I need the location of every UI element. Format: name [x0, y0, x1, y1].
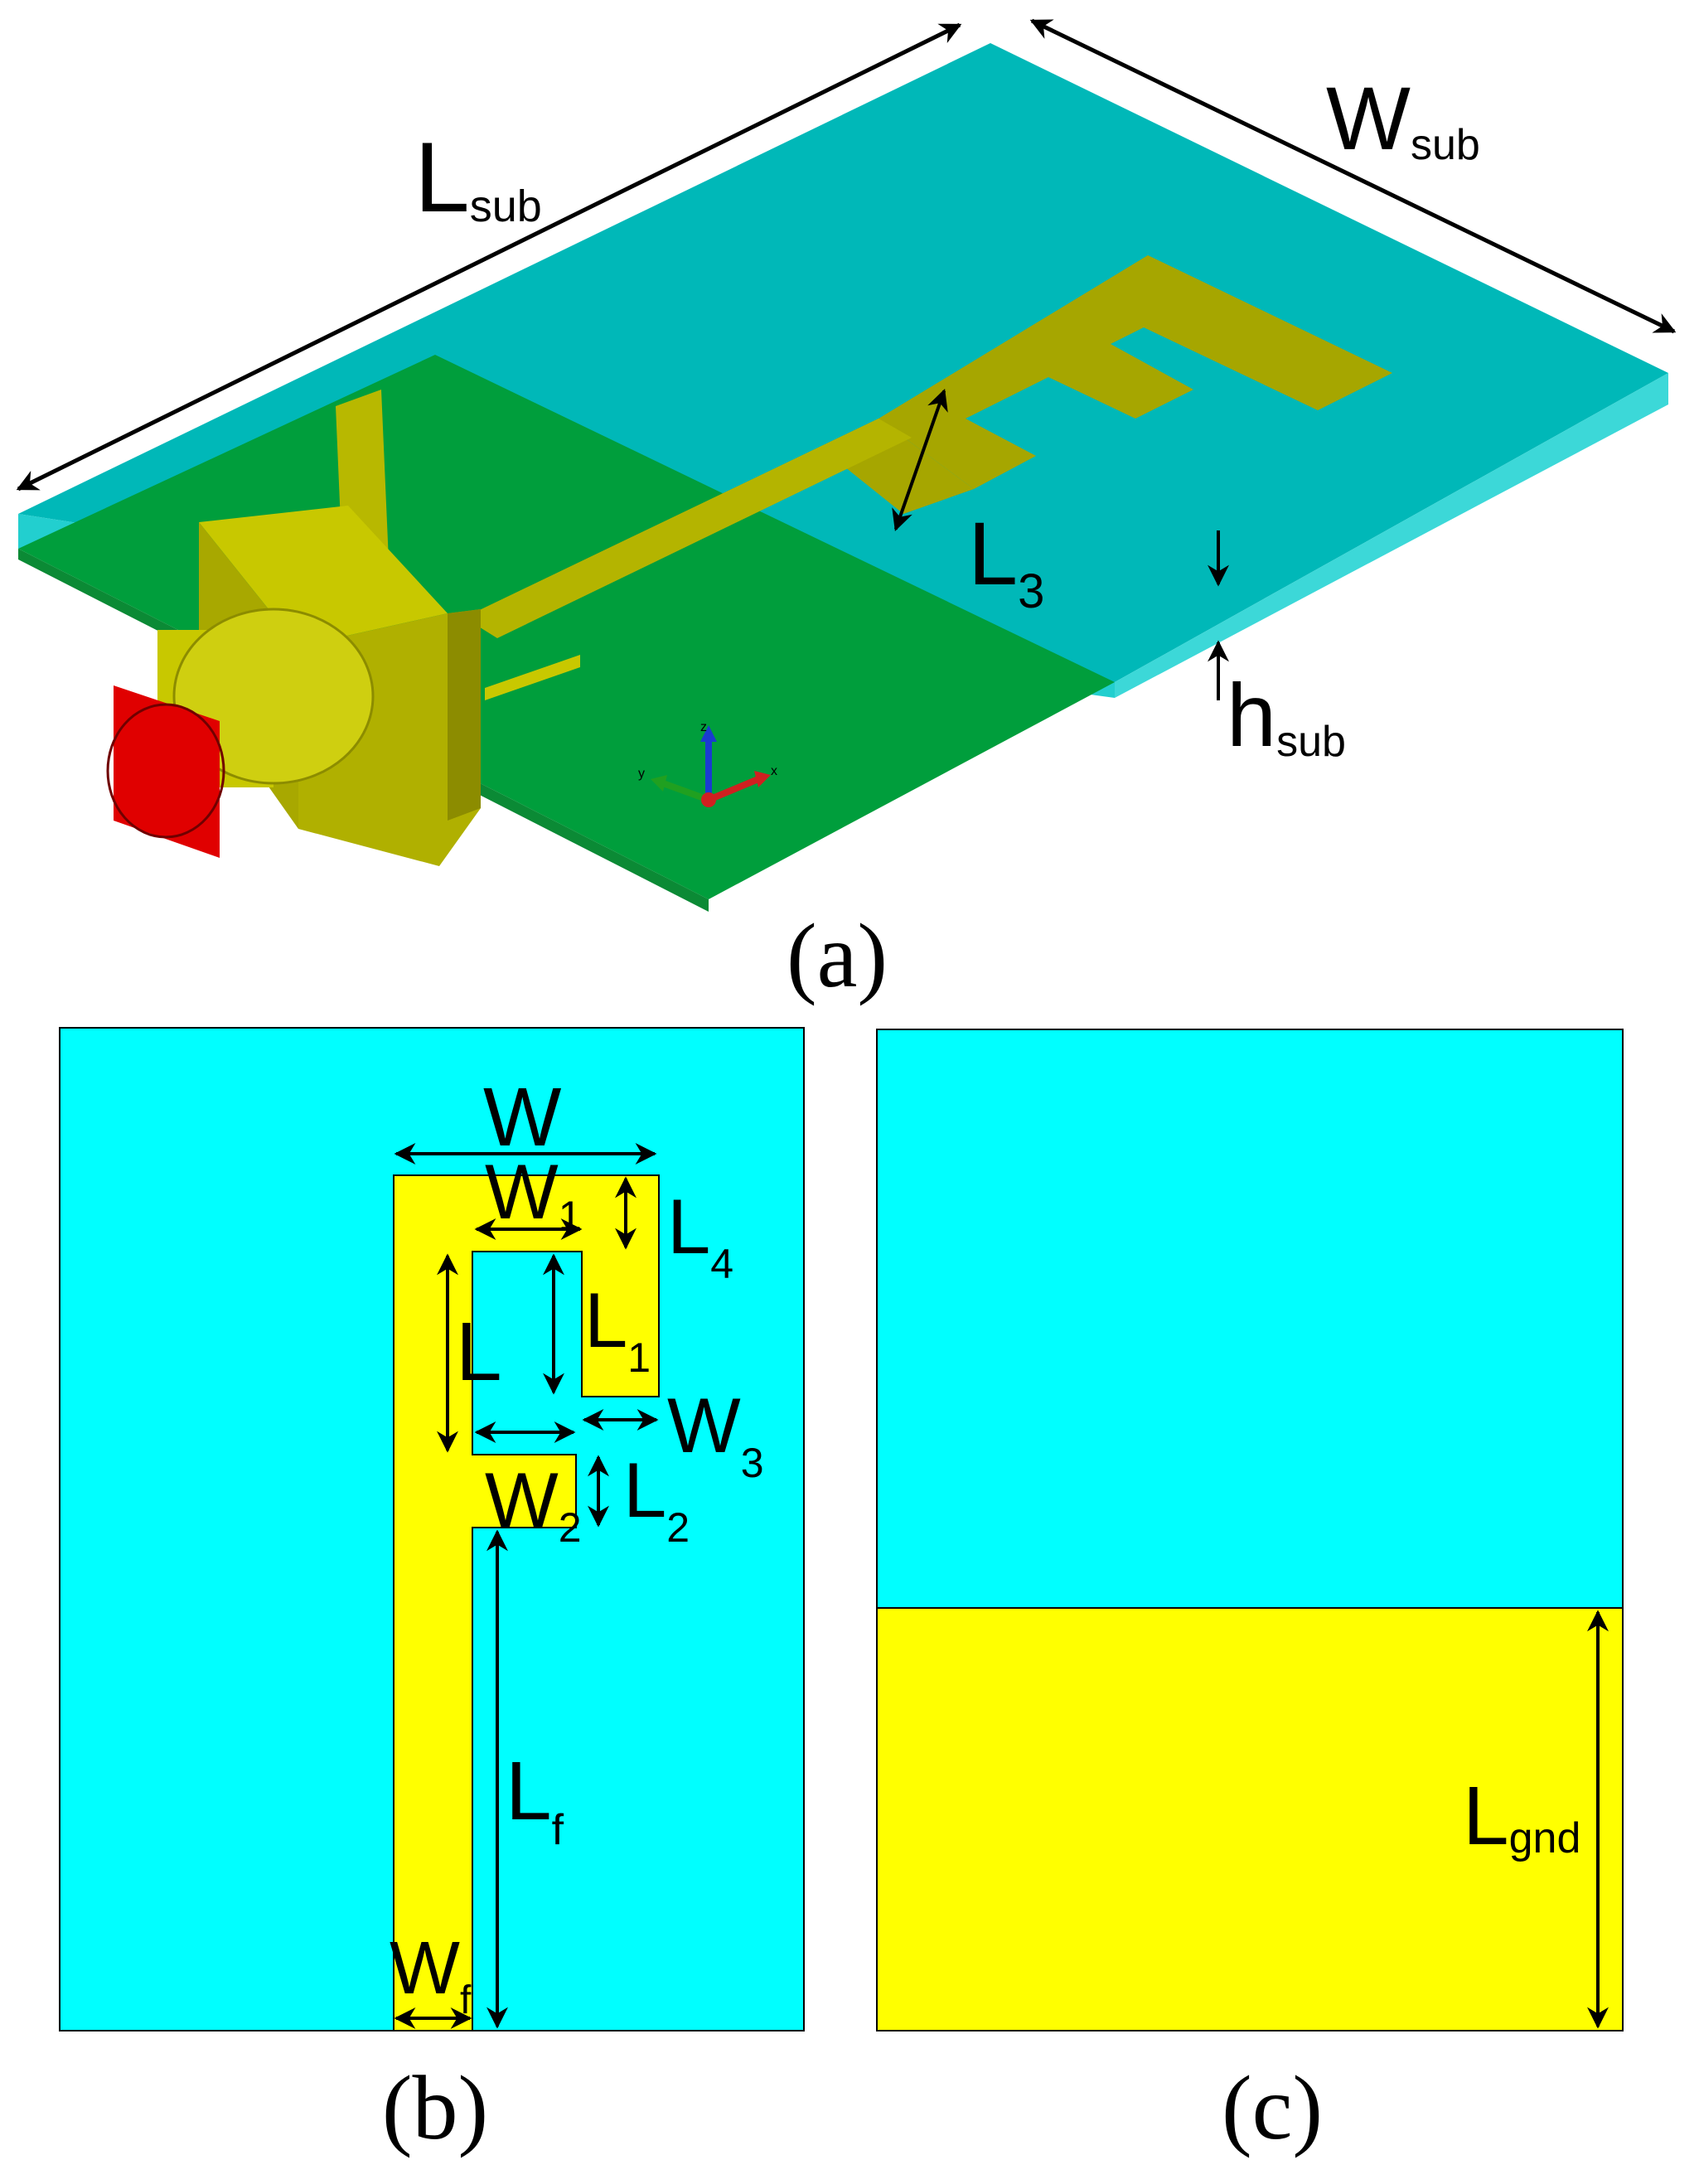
- w1-label: W1: [485, 1148, 582, 1239]
- ground-plane-3d: [18, 355, 1115, 899]
- l2-label: L2: [623, 1446, 690, 1551]
- axis-x-label: x: [771, 764, 777, 778]
- lgnd-label: Lgnd: [1463, 1770, 1580, 1862]
- patch-radiator: [393, 1174, 660, 2031]
- l4-label: L4: [667, 1183, 733, 1287]
- wsub-arrow: [1029, 18, 1677, 334]
- l3-arrow: [892, 389, 948, 531]
- l1-label: L1: [584, 1276, 651, 1381]
- caption-a: (a): [787, 905, 888, 1006]
- substrate-right-edge: [1115, 373, 1668, 698]
- axis-y-label: y: [638, 767, 645, 781]
- caption-b: (b): [382, 2057, 488, 2158]
- l-label: L: [456, 1305, 502, 1398]
- hsub-label: hsub: [1227, 665, 1346, 766]
- wf-label: Wf: [390, 1927, 472, 2022]
- w2-label: W2: [485, 1456, 582, 1551]
- connector-port-face: [114, 685, 220, 858]
- w3-label: W3: [667, 1382, 764, 1486]
- axis-triad: z x y: [638, 720, 777, 807]
- lsub-arrow: [16, 22, 962, 492]
- lsub-label: Lsub: [414, 122, 542, 233]
- ground-plane-2d: [876, 1607, 1624, 2031]
- w-label: W: [483, 1071, 562, 1164]
- lf-label: Lf: [506, 1745, 564, 1854]
- caption-c: (c): [1222, 2057, 1323, 2158]
- l3-label: L3: [968, 503, 1044, 618]
- panel-c-bottom-view: Lgnd (c): [876, 1029, 1624, 2158]
- axis-z-label: z: [700, 720, 707, 734]
- panel-b-top-view: W W1 L4 L L1 W3 W2 L2 Lf Wf (b): [59, 1027, 805, 2158]
- wsub-label: Wsub: [1326, 68, 1480, 169]
- panel-a-3d-view: z x y Lsub Wsub L3 hsub (a): [16, 18, 1677, 1006]
